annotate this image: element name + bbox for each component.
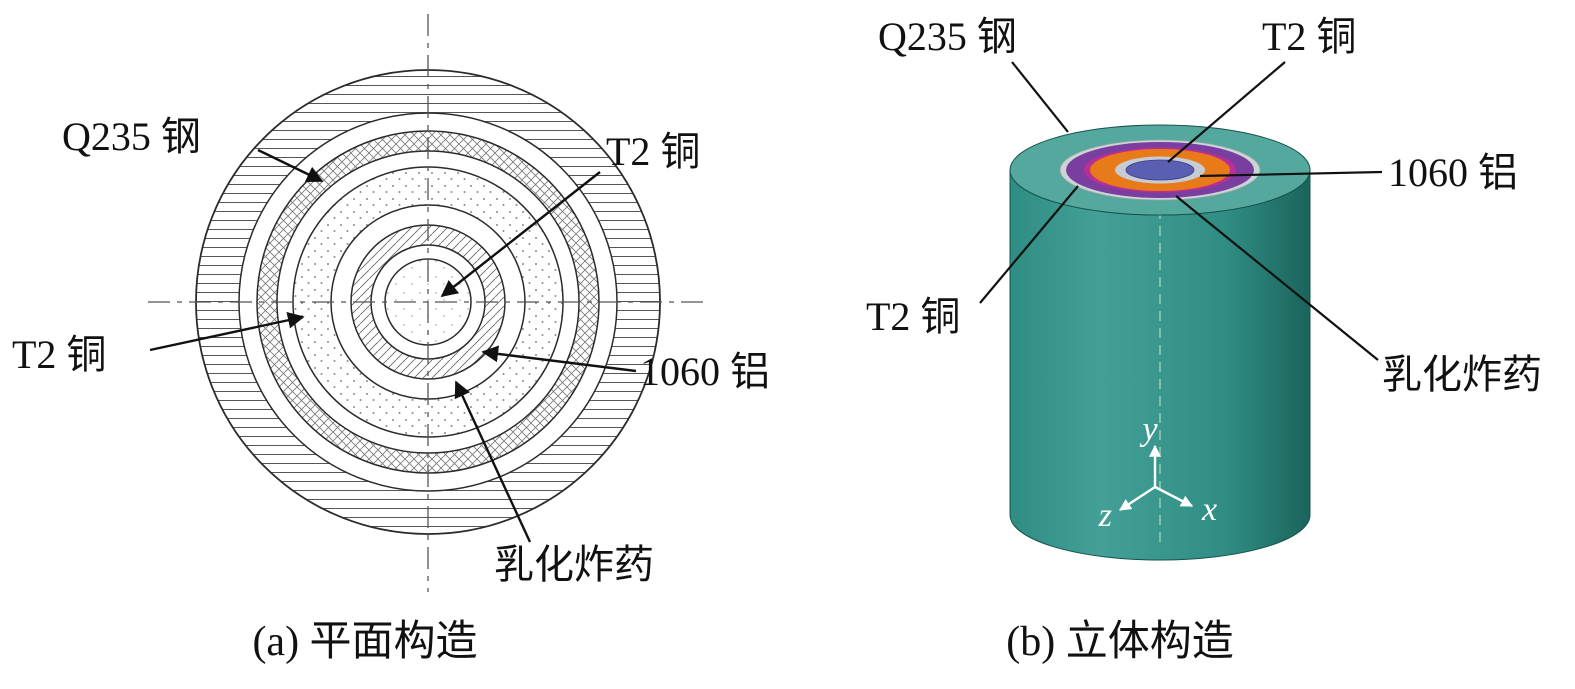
label-q235-b: Q235 钢 [878,14,1017,59]
leader-explosive-b [1175,195,1379,361]
label-1060-a: 1060 铝 [640,349,770,394]
leader-t2-left-b [979,185,1079,304]
axis-z-label: z [1098,497,1112,534]
label-t2-top-a: T2 铜 [606,129,700,174]
top-core-blue [1125,159,1195,181]
leader-t2-top-b [1167,61,1286,163]
label-1060-b: 1060 铝 [1388,150,1518,195]
panel-a-planar-view: Q235 钢 T2 铜 T2 铜 1060 铝 乳化炸药 (a) 平面构造 [12,14,770,665]
arrow-t2-top-a [440,171,601,298]
arrow-t2-left-a [149,311,305,352]
label-explosive-b: 乳化炸药 [1382,352,1542,397]
caption-panel-b: (b) 立体构造 [1006,618,1233,665]
panel-b-3d-view: Q235 钢 T2 铜 1060 铝 T2 铜 乳化炸药 y x z (b) 立… [866,14,1542,665]
label-t2-top-b: T2 铜 [1262,14,1356,59]
axis-triad: y x z [1098,411,1217,534]
axis-x-arrow [1154,485,1194,508]
leader-1060-b [1199,170,1383,178]
label-explosive-a: 乳化炸药 [494,542,654,587]
leader-q235-b [1011,61,1069,133]
axis-z-arrow [1118,485,1156,512]
label-q235-a: Q235 钢 [62,114,201,159]
label-t2-left-b: T2 铜 [866,294,960,339]
arrow-1060-a [481,345,637,373]
caption-panel-a: (a) 平面构造 [252,619,477,665]
arrow-explosive-a [454,380,532,543]
axis-x-label: x [1201,491,1217,528]
axis-y-label: y [1139,411,1158,448]
label-t2-left-a: T2 铜 [12,332,106,377]
arrow-q235-a [257,148,324,183]
